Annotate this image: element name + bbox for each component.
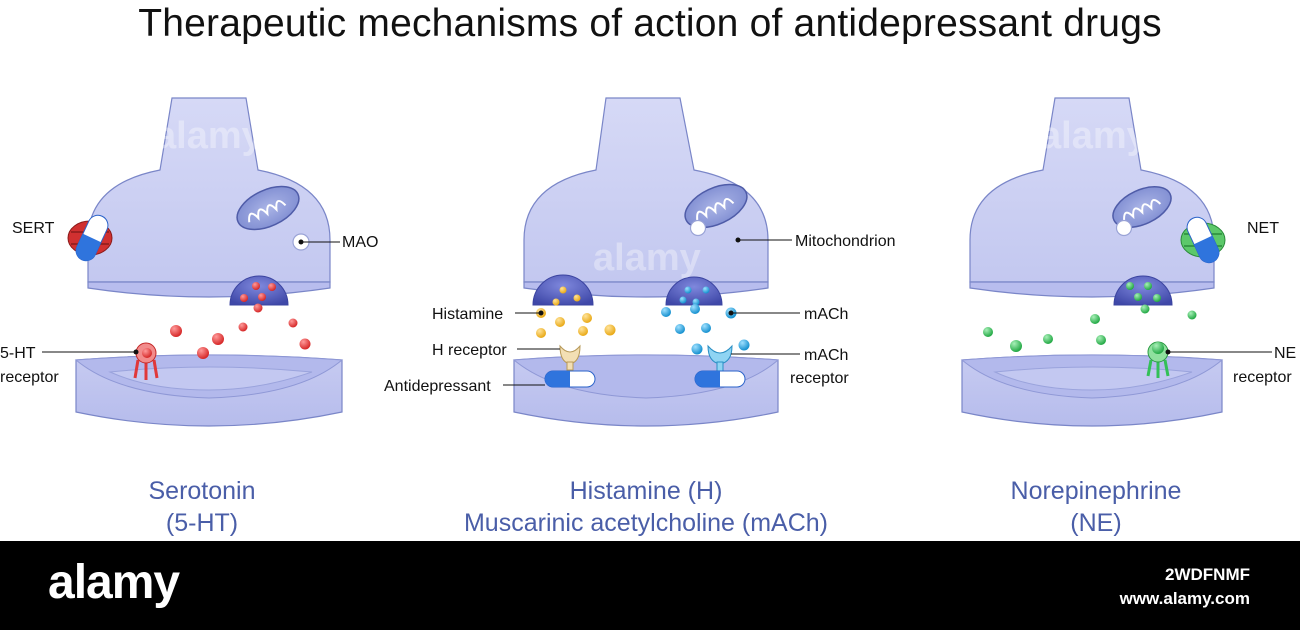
site-url: www.alamy.com [1119, 589, 1250, 608]
mach-molecules [661, 286, 750, 355]
label-h-receptor: H receptor [432, 342, 507, 359]
caption-serotonin-line1: Serotonin [148, 477, 255, 505]
postsynaptic-terminal [512, 354, 780, 427]
panel-norepinephrine: NET NE receptor alamy Norepinephrine (NE… [960, 97, 1296, 537]
caption-norepinephrine-line2: (NE) [1070, 509, 1121, 537]
h-receptor [559, 344, 581, 371]
watermark: alamy [1040, 115, 1148, 157]
watermark: alamy [593, 237, 701, 279]
mitochondrion-icon [1112, 186, 1172, 228]
label-5ht-receptor-line2: receptor [0, 369, 59, 386]
caption-serotonin-line2: (5-HT) [166, 509, 238, 537]
synapse-diagram: SERT MAO 5-HT receptor alamy Serotonin (… [0, 97, 1296, 537]
postsynaptic-terminal [960, 354, 1224, 427]
label-net: NET [1247, 220, 1279, 237]
pointer-dot [728, 310, 734, 316]
label-sert: SERT [12, 220, 55, 237]
pointer-dot [538, 310, 544, 316]
caption-norepinephrine-line1: Norepinephrine [1011, 477, 1182, 505]
mao-pointer-dot [298, 239, 304, 245]
mao-enzyme [1115, 219, 1133, 237]
label-mach-receptor-line2: receptor [790, 370, 849, 387]
label-antidepressant: Antidepressant [384, 378, 491, 395]
panel-serotonin: SERT MAO 5-HT receptor alamy Serotonin (… [0, 97, 378, 537]
antidepressant-capsule [544, 370, 596, 388]
receptor-pointer-dot [133, 349, 139, 355]
mitochondrion-icon [684, 183, 748, 229]
postsynaptic-terminal [74, 354, 344, 427]
sert-transporter [67, 214, 113, 262]
label-ne-receptor-line1: NE [1274, 345, 1296, 362]
receptor-pointer-dot [1165, 349, 1171, 355]
label-ne-receptor-line2: receptor [1233, 369, 1292, 386]
mitochondrion-icon [236, 185, 300, 231]
pointer-dot [735, 237, 741, 243]
mao-enzyme [689, 219, 707, 237]
synaptic-vesicle [665, 276, 723, 306]
antidepressant-capsule [694, 370, 746, 388]
label-mao: MAO [342, 234, 378, 251]
stock-footer-bar: alamy 2WDFNMF www.alamy.com [0, 541, 1300, 630]
page-title: Therapeutic mechanisms of action of anti… [138, 2, 1162, 45]
label-histamine: Histamine [432, 306, 503, 323]
label-leader-lines [503, 239, 800, 386]
caption-histamine-line2: Muscarinic acetylcholine (mACh) [464, 509, 828, 537]
mach-receptor [707, 344, 733, 373]
label-leader-lines [42, 241, 340, 353]
alamy-logo: alamy [48, 556, 180, 609]
net-transporter [1180, 216, 1226, 264]
serotonin-molecules [142, 282, 311, 359]
watermark: alamy [155, 115, 263, 157]
label-5ht-receptor-line1: 5-HT [0, 345, 36, 362]
panel-histamine-mach: Histamine H receptor Antidepressant Mito… [384, 97, 896, 537]
caption-histamine-line1: Histamine (H) [570, 477, 723, 505]
label-mach: mACh [804, 306, 848, 323]
image-id: 2WDFNMF [1165, 565, 1250, 584]
label-mitochondrion: Mitochondrion [795, 233, 896, 250]
norepinephrine-molecules [983, 282, 1197, 354]
label-mach-receptor-line1: mACh [804, 347, 848, 364]
